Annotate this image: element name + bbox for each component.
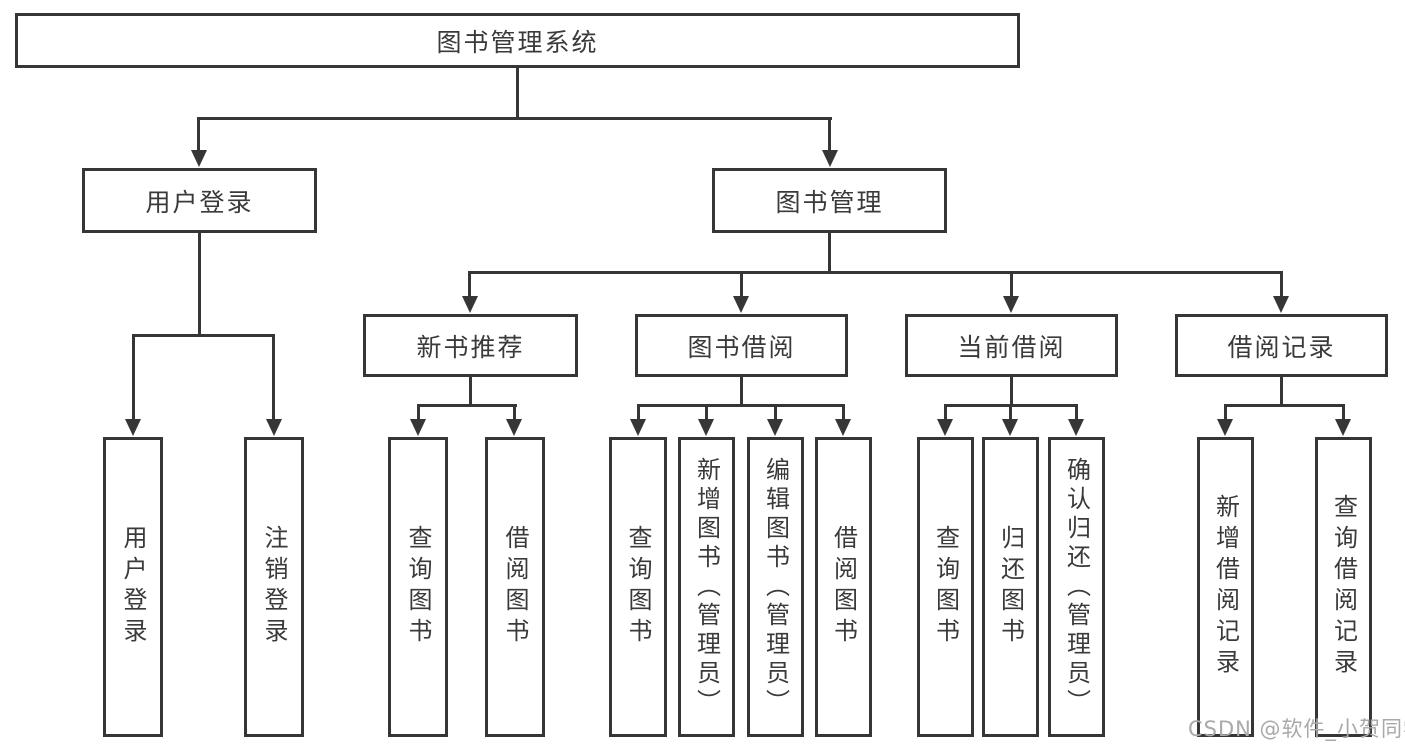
arrow-down-icon (630, 419, 646, 436)
connector-stem (513, 404, 516, 420)
arrow-down-icon (191, 150, 207, 167)
connector-stem (774, 404, 777, 420)
leaf-label: 归还图书 (996, 525, 1025, 649)
leaf-label: 查询图书 (404, 525, 432, 649)
watermark: CSDN @软件_小贺同学 (1188, 717, 1405, 741)
leaf-query-books-borrowing: 查询图书 (609, 437, 667, 737)
connector-stem (1010, 271, 1013, 298)
connector-stem (272, 334, 275, 420)
leaf-label: 注销登录 (260, 525, 288, 649)
arrow-down-icon (1273, 296, 1289, 313)
connector-stem (705, 404, 708, 420)
connector-stem (197, 117, 200, 152)
arrow-down-icon (822, 150, 838, 167)
connector-stem (468, 271, 471, 298)
connector-borrowing-hline (637, 404, 845, 407)
leaf-label: 用户登录 (119, 525, 147, 649)
arrow-down-icon (125, 419, 141, 436)
arrow-down-icon (937, 419, 953, 436)
leaf-add-borrow-record: 新增借阅记录 (1197, 437, 1254, 737)
connector-stem (132, 334, 135, 420)
node-user-login: 用户登录 (82, 168, 317, 233)
node-book-management: 图书管理 (712, 168, 947, 233)
connector-current-vline (1010, 377, 1013, 407)
connector-recommendation-hline (417, 404, 517, 407)
connector-book-mgmt-hline (468, 271, 1282, 274)
leaf-label: 确认归还（管理员） (1062, 456, 1091, 718)
arrow-down-icon (506, 419, 522, 436)
connector-book-mgmt-vline (828, 233, 831, 273)
arrow-down-icon (835, 419, 851, 436)
connector-root-vline (516, 68, 519, 119)
leaf-label: 编辑图书（管理员） (761, 456, 790, 718)
node-label: 图书借阅 (687, 332, 796, 362)
connector-user-login-vline (198, 233, 201, 336)
arrow-down-icon (1002, 419, 1018, 436)
leaf-logout: 注销登录 (244, 437, 304, 737)
node-book-borrowing: 图书借阅 (635, 314, 848, 377)
leaf-label: 借阅图书 (829, 525, 858, 649)
node-label: 图书管理 (775, 187, 884, 217)
connector-stem (944, 404, 947, 420)
connector-stem (1009, 404, 1012, 420)
leaf-label: 借阅图书 (501, 525, 529, 649)
node-label: 图书管理系统 (436, 27, 599, 57)
arrow-down-icon (1335, 419, 1351, 436)
connector-stem (842, 404, 845, 420)
leaf-edit-books-admin: 编辑图书（管理员） (747, 437, 804, 737)
leaf-label: 新增借阅记录 (1211, 494, 1240, 680)
connector-stem (740, 271, 743, 298)
arrow-down-icon (1003, 296, 1019, 313)
arrow-down-icon (1068, 419, 1084, 436)
node-label: 当前借阅 (957, 332, 1066, 362)
leaf-add-books-admin: 新增图书（管理员） (678, 437, 735, 737)
connector-user-login-hline (132, 334, 275, 337)
leaf-label: 查询图书 (931, 525, 960, 649)
connector-stem (1075, 404, 1078, 420)
node-label: 用户登录 (145, 187, 254, 217)
node-new-book-recommendation: 新书推荐 (363, 314, 578, 377)
node-label: 借阅记录 (1227, 332, 1336, 362)
arrow-down-icon (698, 419, 714, 436)
connector-stem (417, 404, 420, 420)
connector-root-hline (197, 117, 832, 120)
connector-borrowing-vline (740, 377, 743, 407)
leaf-label: 查询图书 (624, 525, 652, 649)
leaf-label: 查询借阅记录 (1329, 494, 1358, 680)
arrow-down-icon (266, 419, 282, 436)
node-library-management-system: 图书管理系统 (15, 13, 1020, 68)
connector-stem (1280, 271, 1283, 298)
leaf-query-books-recommend: 查询图书 (388, 437, 448, 737)
leaf-borrow-books-borrowing: 借阅图书 (815, 437, 872, 737)
connector-stem (637, 404, 640, 420)
connector-records-hline (1224, 404, 1345, 407)
leaf-return-books: 归还图书 (982, 437, 1039, 737)
leaf-label: 新增图书（管理员） (692, 456, 721, 718)
arrow-down-icon (462, 296, 478, 313)
connector-stem (828, 117, 831, 152)
connector-stem (1224, 404, 1227, 420)
leaf-query-books-current: 查询图书 (917, 437, 974, 737)
connector-records-vline (1280, 377, 1283, 407)
arrow-down-icon (733, 296, 749, 313)
connector-stem (1342, 404, 1345, 420)
leaf-user-login: 用户登录 (103, 437, 163, 737)
arrow-down-icon (1217, 419, 1233, 436)
arrow-down-icon (410, 419, 426, 436)
leaf-confirm-return-admin: 确认归还（管理员） (1048, 437, 1105, 737)
node-borrowing-records: 借阅记录 (1175, 314, 1388, 377)
arrow-down-icon (767, 419, 783, 436)
leaf-borrow-books-recommend: 借阅图书 (485, 437, 545, 737)
leaf-query-borrow-record: 查询借阅记录 (1315, 437, 1372, 737)
connector-recommendation-vline (469, 377, 472, 407)
node-current-borrowing: 当前借阅 (905, 314, 1118, 377)
node-label: 新书推荐 (416, 332, 525, 362)
